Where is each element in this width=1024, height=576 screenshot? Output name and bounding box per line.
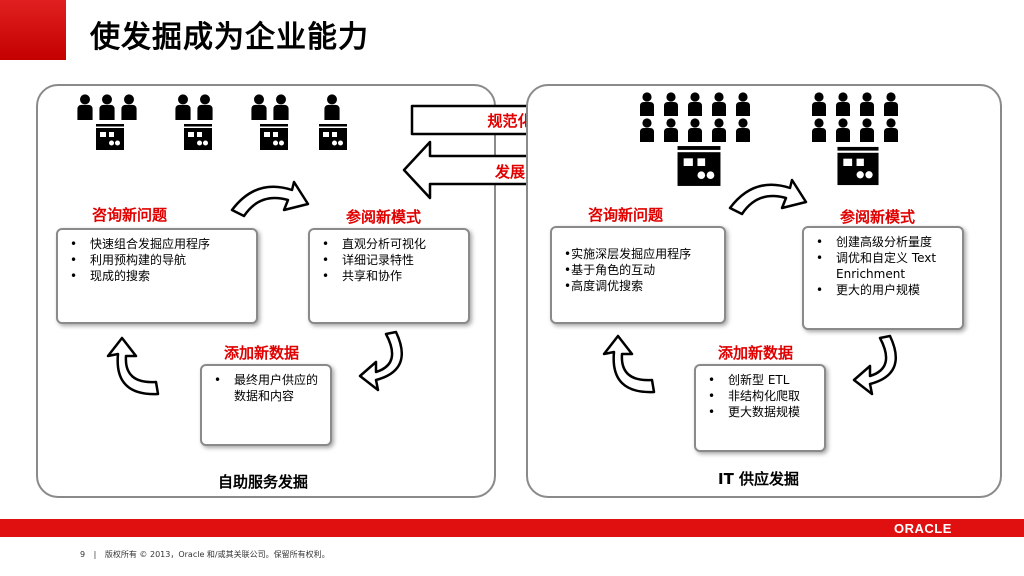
list-item: 基于角色的互动 xyxy=(564,262,724,278)
curved-arrow-icon xyxy=(106,336,160,396)
oracle-logo: ORACLE xyxy=(894,521,952,536)
curved-arrow-icon xyxy=(230,180,310,218)
panel-caption: 自助服务发掘 xyxy=(218,473,309,491)
list-item: 利用预构建的导航 xyxy=(70,252,248,268)
list-item: 最终用户供应的数据和内容 xyxy=(214,372,326,404)
explore-box: 创建高级分析量度 调优和自定义 Text Enrichment 更大的用户规模 xyxy=(802,226,964,330)
device-icon xyxy=(837,146,879,186)
title-accent-bar xyxy=(0,0,66,60)
list-item: 高度调优搜索 xyxy=(564,278,724,294)
device-icon xyxy=(260,124,288,150)
add-data-label: 添加新数据 xyxy=(224,344,300,362)
list-item: 更大数据规模 xyxy=(708,404,816,420)
add-data-box: 创新型 ETL 非结构化爬取 更大数据规模 xyxy=(694,364,826,452)
curved-arrow-icon xyxy=(852,334,898,396)
page-number: 9 xyxy=(80,550,86,559)
list-item: 创新型 ETL xyxy=(708,372,816,388)
explore-label: 参阅新模式 xyxy=(840,208,916,226)
people-group-icon xyxy=(640,92,750,142)
people-group-icon xyxy=(175,94,213,120)
list-item: 更大的用户规模 xyxy=(816,282,954,298)
person-icon xyxy=(324,94,340,120)
list-item: 快速组合发掘应用程序 xyxy=(70,236,248,252)
explore-box: 直观分析可视化 详细记录特性 共享和协作 xyxy=(308,228,470,324)
ask-box: 实施深层发掘应用程序 基于角色的互动 高度调优搜索 xyxy=(550,226,726,324)
backward-arrow-label: 发展 xyxy=(494,163,525,181)
forward-arrow-label: 规范化 xyxy=(487,112,533,130)
curved-arrow-icon xyxy=(728,178,808,216)
add-data-label: 添加新数据 xyxy=(718,344,794,362)
people-group-icon xyxy=(812,92,898,142)
copyright-text: 版权所有 © 2013，Oracle 和/或其关联公司。保留所有权利。 xyxy=(104,550,330,559)
device-icon xyxy=(96,124,124,150)
list-item: 共享和协作 xyxy=(322,268,460,284)
list-item: 调优和自定义 Text Enrichment xyxy=(816,250,954,282)
list-item: 非结构化爬取 xyxy=(708,388,816,404)
list-item: 直观分析可视化 xyxy=(322,236,460,252)
explore-label: 参阅新模式 xyxy=(346,208,422,226)
people-group-icon xyxy=(77,94,137,120)
list-item: 创建高级分析量度 xyxy=(816,234,954,250)
curved-arrow-icon xyxy=(602,334,656,394)
footer-bar xyxy=(0,519,1024,537)
list-item: 详细记录特性 xyxy=(322,252,460,268)
add-data-box: 最终用户供应的数据和内容 xyxy=(200,364,332,446)
list-item: 现成的搜索 xyxy=(70,268,248,284)
curved-arrow-icon xyxy=(358,330,404,392)
ask-box: 快速组合发掘应用程序 利用预构建的导航 现成的搜索 xyxy=(56,228,258,324)
device-icon xyxy=(184,124,212,150)
page-title: 使发掘成为企业能力 xyxy=(90,20,369,55)
footer-divider: | xyxy=(93,550,97,559)
panel-caption: IT 供应发掘 xyxy=(718,470,800,488)
list-item: 实施深层发掘应用程序 xyxy=(564,246,724,262)
ask-label: 咨询新问题 xyxy=(92,206,168,224)
device-icon xyxy=(677,146,721,186)
device-icon xyxy=(319,124,347,150)
people-group-icon xyxy=(251,94,289,120)
footer-text: 9 | 版权所有 © 2013，Oracle 和/或其关联公司。保留所有权利。 xyxy=(80,549,330,560)
ask-label: 咨询新问题 xyxy=(588,206,664,224)
